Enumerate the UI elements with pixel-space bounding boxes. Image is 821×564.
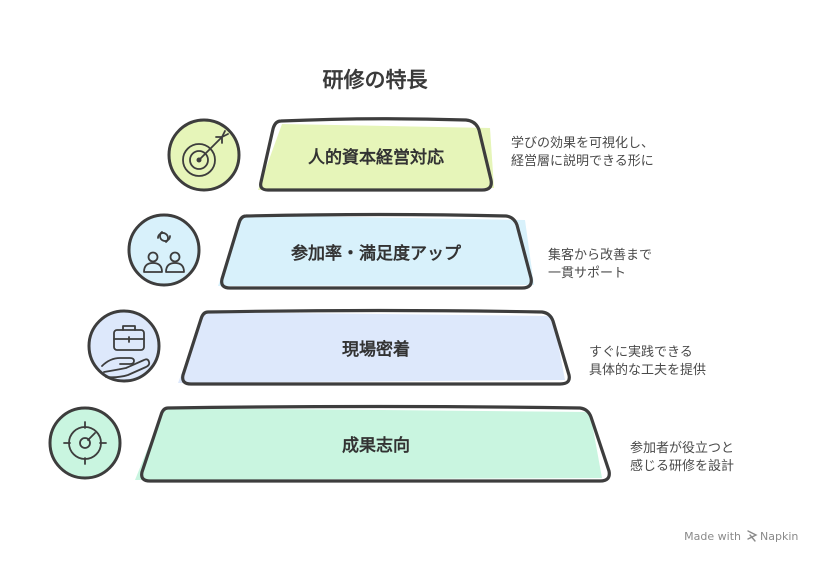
hand-briefcase-icon <box>87 309 161 383</box>
level-1-fill <box>258 124 494 190</box>
pyramid-level-1: 人的資本経営対応 <box>258 117 494 192</box>
level-1-desc-line-2: 経営層に説明できる形に <box>511 153 654 169</box>
footer-made-with: Made with <box>684 530 741 543</box>
footer-brand: Napkin <box>760 530 798 543</box>
target-arrow-icon <box>167 118 241 192</box>
pyramid-level-2: 参加率・満足度アップ <box>218 212 534 290</box>
level-3-desc-line-2: 具体的な工夫を提供 <box>589 362 706 378</box>
level-2-desc-line-1: 集客から改善まで <box>548 247 652 263</box>
page-title: 研修の特長 <box>323 68 429 92</box>
level-3-desc-line-1: すぐに実践できる <box>589 344 693 360</box>
level-2-fill <box>218 215 534 286</box>
level-1-label: 人的資本経営対応 <box>308 147 444 168</box>
level-4-desc-line-1: 参加者が役立つと <box>630 440 734 456</box>
level-4-desc-line-2: 感じる研修を設計 <box>630 458 734 474</box>
level-4-label: 成果志向 <box>342 435 410 456</box>
level-4-outline <box>140 404 611 483</box>
level-2-outline <box>220 212 533 290</box>
crosshair-target-icon <box>48 406 122 480</box>
level-2-desc-line-2: 一貫サポート <box>548 266 626 281</box>
pyramid-level-4: 成果志向 <box>135 404 611 483</box>
pyramid-level-3: 現場密着 <box>178 308 571 386</box>
level-3-fill <box>178 312 565 383</box>
level-4-fill <box>135 408 602 480</box>
level-3-outline <box>181 308 571 386</box>
people-cycle-icon <box>127 213 201 287</box>
level-1-desc-line-1: 学びの効果を可視化し、 <box>511 135 654 151</box>
napkin-logo-icon <box>747 530 758 542</box>
level-1-outline <box>259 117 493 192</box>
level-2-label: 参加率・満足度アップ <box>291 243 462 264</box>
level-3-label: 現場密着 <box>342 339 410 360</box>
